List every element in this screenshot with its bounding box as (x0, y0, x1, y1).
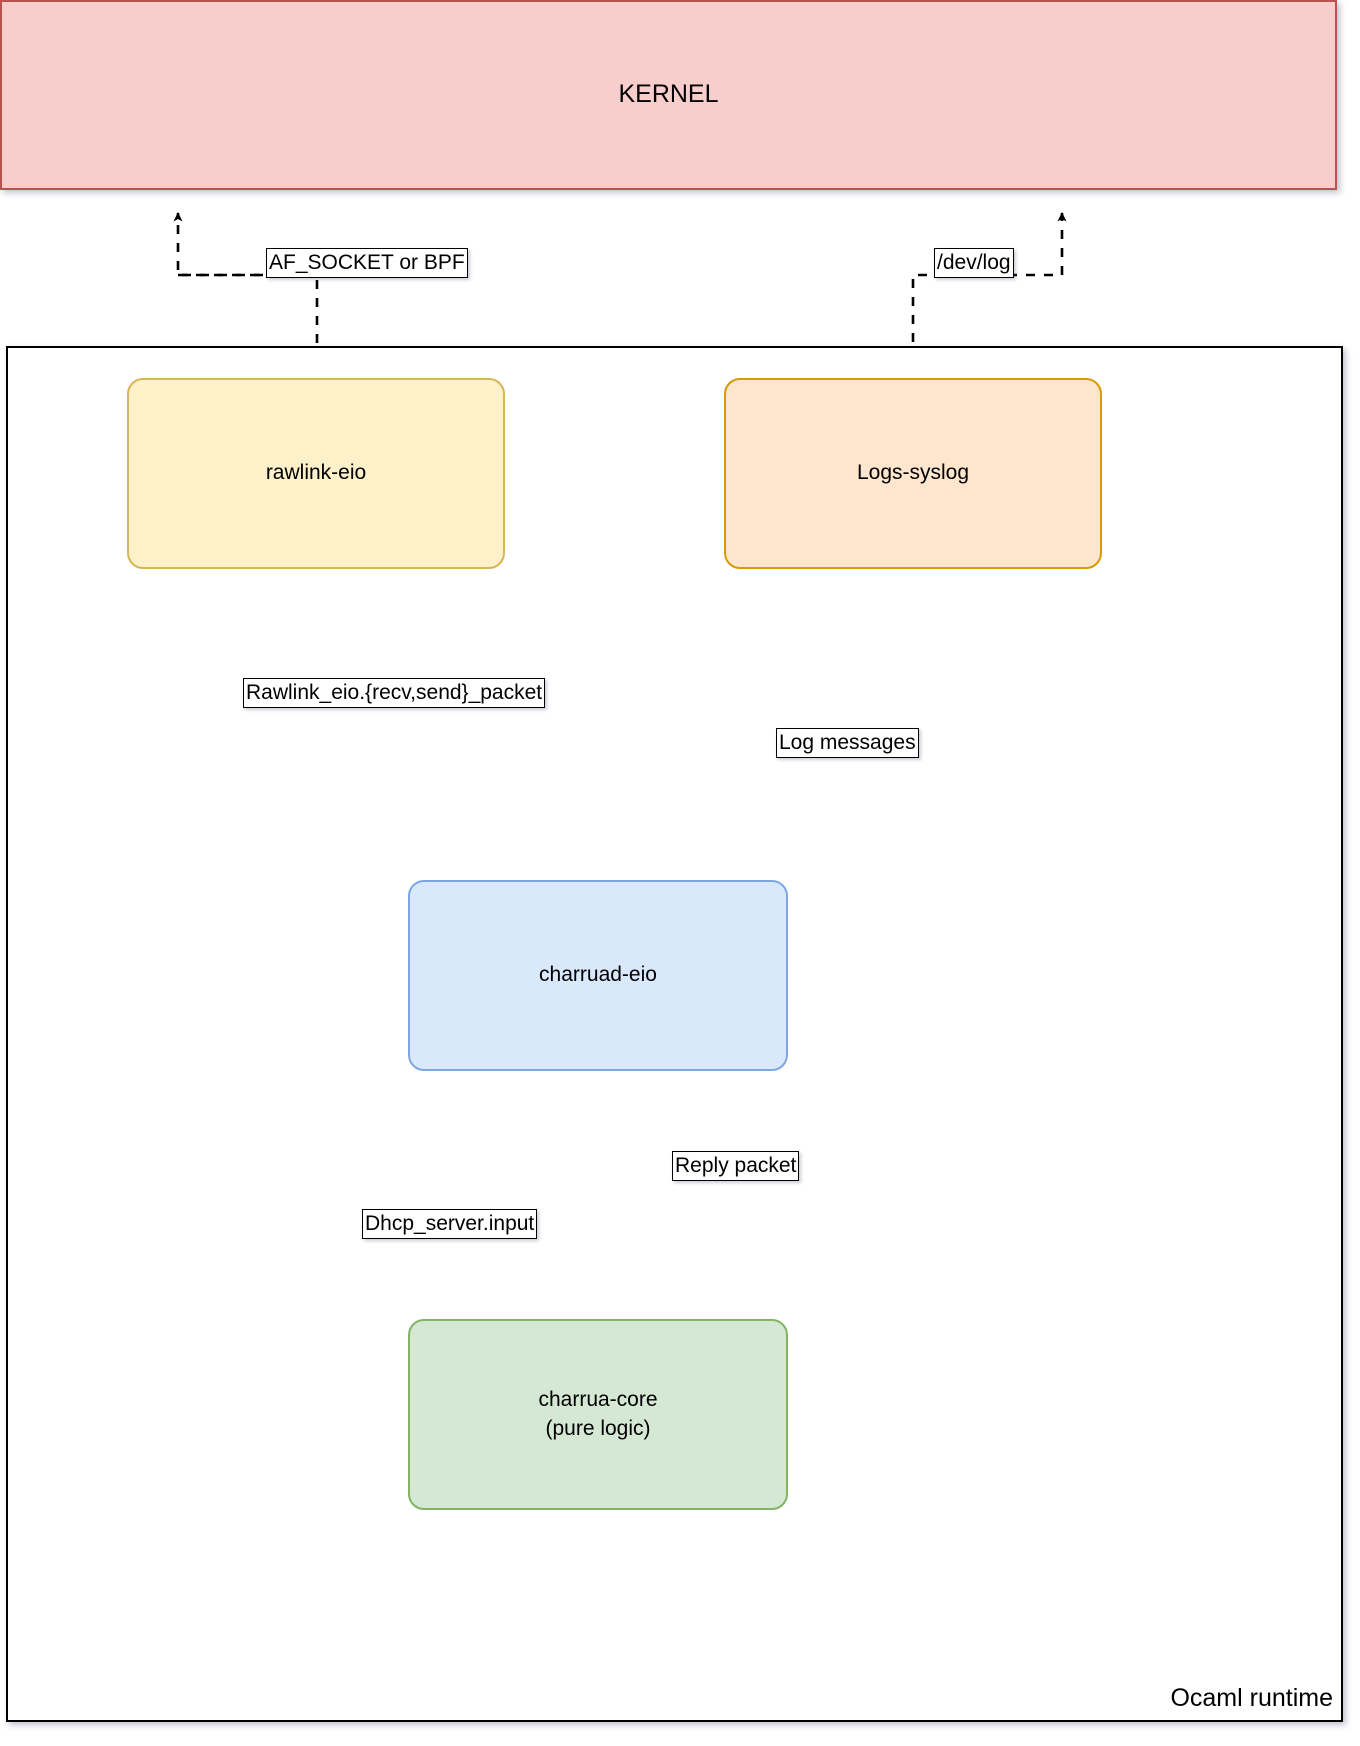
edge-label-dhcp-server-input: Dhcp_server.input (362, 1209, 538, 1239)
charrua-core-block: charrua-core (pure logic) (408, 1319, 788, 1510)
rawlink-eio-label: rawlink-eio (265, 461, 367, 485)
charrua-core-label-line2: (pure logic) (545, 1416, 651, 1440)
edge-label-dev-log: /dev/log (934, 248, 1014, 278)
edge-label-rawlink-eio-recv-send-packet: Rawlink_eio.{recv,send}_packet (243, 678, 546, 708)
rawlink-eio-block: rawlink-eio (127, 378, 505, 569)
logs-syslog-block: Logs-syslog (724, 378, 1102, 569)
charrua-core-label-line1: charrua-core (538, 1388, 658, 1412)
logs-syslog-label: Logs-syslog (856, 461, 970, 485)
kernel-label: KERNEL (618, 80, 719, 109)
edge-label-reply-packet: Reply packet (672, 1151, 800, 1181)
ocaml-runtime-label: Ocaml runtime (1170, 1684, 1333, 1713)
charruad-eio-label: charruad-eio (539, 963, 657, 987)
edge-label-af-socket-or-bpf: AF_SOCKET or BPF (266, 248, 468, 278)
kernel-block: KERNEL (0, 0, 1337, 190)
charruad-eio-block: charruad-eio (408, 880, 788, 1071)
edge-label-log-messages: Log messages (776, 728, 919, 758)
